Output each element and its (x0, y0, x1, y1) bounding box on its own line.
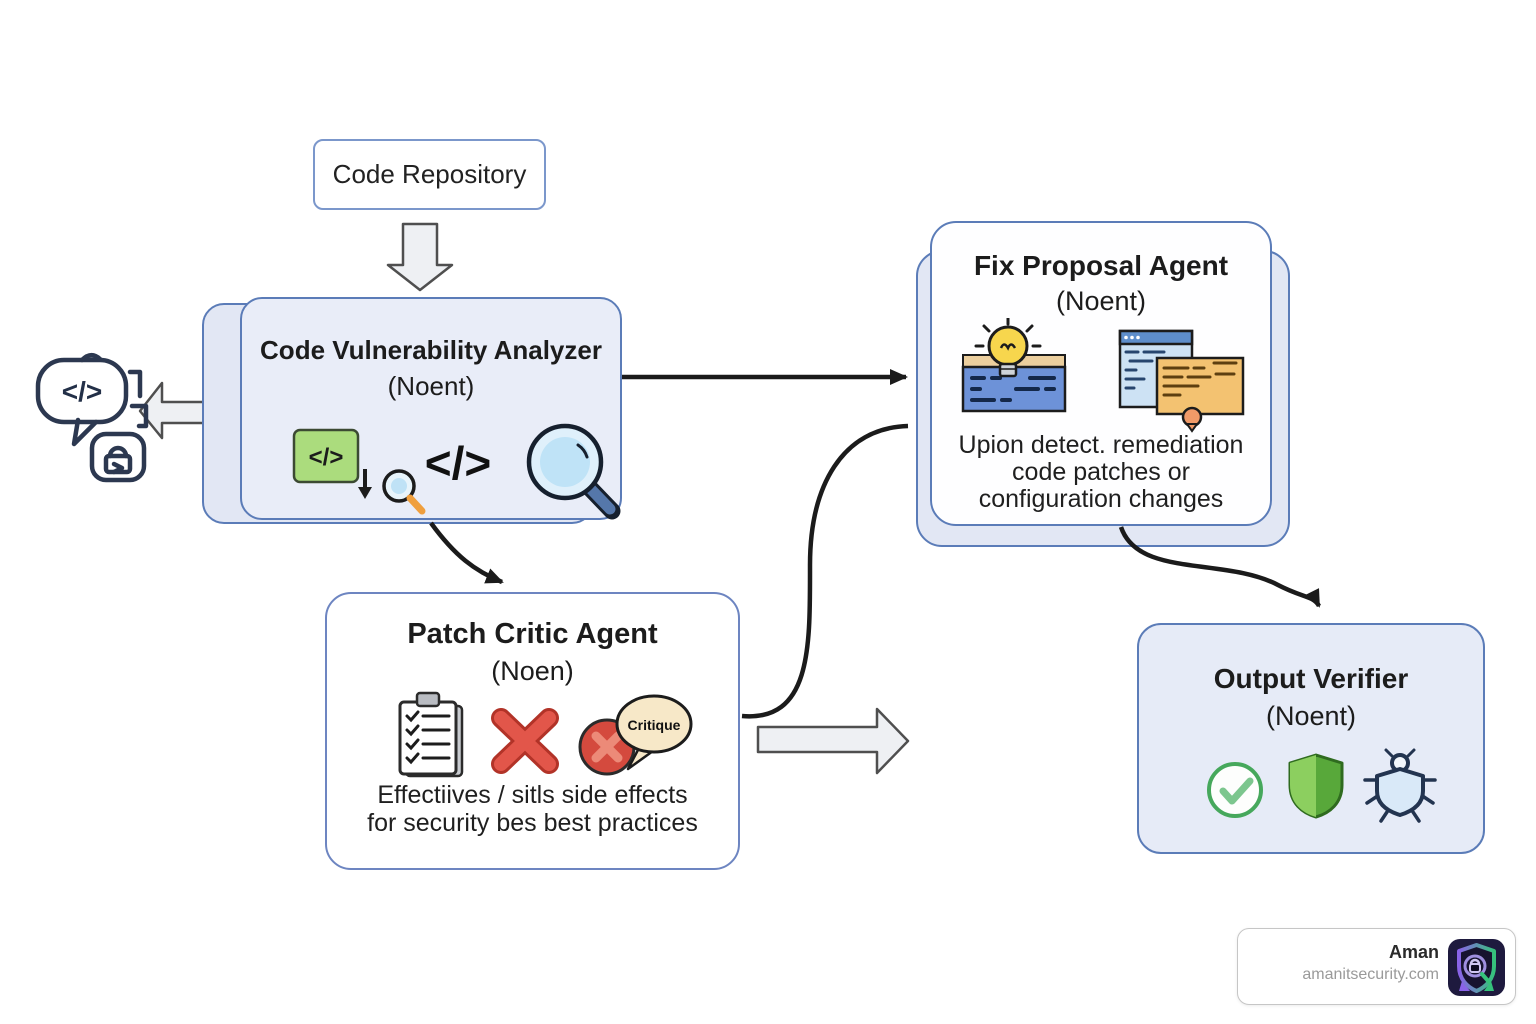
fix-proposal-title: Fix Proposal Agent (973, 250, 1229, 281)
code-repository-label: Code Repository (332, 159, 527, 189)
magnifier-icon (526, 423, 621, 520)
fix-proposal-subtitle: (Noent) (1055, 286, 1147, 316)
patch-critic-subtitle: (Noen) (491, 656, 574, 686)
bug-shield-icon (1363, 748, 1437, 823)
branding-card: Aman amanitsecurity.com (1237, 928, 1516, 1005)
right-block-arrow (756, 707, 910, 775)
connector-patch-critic-to-fix-proposal (741, 423, 909, 719)
fix-proposal-caption-3: configuration changes (978, 485, 1224, 513)
down-block-arrow (386, 222, 454, 292)
brand-logo (1448, 939, 1505, 996)
arrow-analyzer-to-patch-critic (429, 521, 504, 585)
fix-proposal-caption-2: code patches or (1012, 458, 1190, 486)
fix-proposal-caption-1: Upion detect. remediation (958, 431, 1244, 459)
code-chat-robot-icon: </> (35, 353, 149, 483)
output-verifier-subtitle: (Noent) (1265, 701, 1357, 731)
code-block-search-icon (292, 428, 426, 515)
analyzer-subtitle: (Noent) (387, 371, 475, 401)
patch-critic-icons: Critique (398, 691, 693, 778)
output-verifier-title: Output Verifier (1213, 663, 1409, 694)
code-vulnerability-analyzer-node: Code Vulnerability Analyzer (Noent) </> … (240, 297, 622, 520)
analyzer-icons: </> </> (292, 423, 621, 520)
code-tag-icon: </> (425, 437, 492, 489)
patch-critic-title: Patch Critic Agent (407, 618, 658, 650)
fix-proposal-icons (961, 318, 1245, 433)
lightbulb-code-patch-icon (961, 318, 1067, 413)
green-code-glyph: </> (309, 444, 344, 471)
code-repository-node: Code Repository (313, 139, 546, 210)
check-circle-icon (1207, 762, 1263, 818)
code-chat-glyph: </> (62, 376, 102, 407)
checklist-clipboard-icon (398, 691, 464, 778)
patch-critic-agent-node: Patch Critic Agent (Noen) (325, 592, 740, 870)
green-shield-icon (1288, 753, 1344, 819)
brand-website: amanitsecurity.com (1302, 966, 1439, 983)
reject-critique-bubble-icon: Critique (578, 694, 693, 776)
patch-critic-caption-1: Effectiives / sitls side effects (377, 781, 688, 809)
code-windows-icon (1118, 329, 1245, 433)
analyzer-title: Code Vulnerability Analyzer (260, 335, 602, 365)
brand-name: Aman (1388, 942, 1439, 962)
output-verifier-node: Output Verifier (Noent) (1137, 623, 1485, 854)
output-verifier-icons (1207, 748, 1437, 823)
red-x-icon (491, 708, 559, 774)
fix-proposal-agent-node: Fix Proposal Agent (Noent) (930, 221, 1272, 526)
patch-critic-caption-2: for security bes best practices (367, 809, 698, 837)
critique-bubble-label: Critique (628, 717, 681, 733)
shield-lock-logo-icon (1457, 943, 1496, 993)
